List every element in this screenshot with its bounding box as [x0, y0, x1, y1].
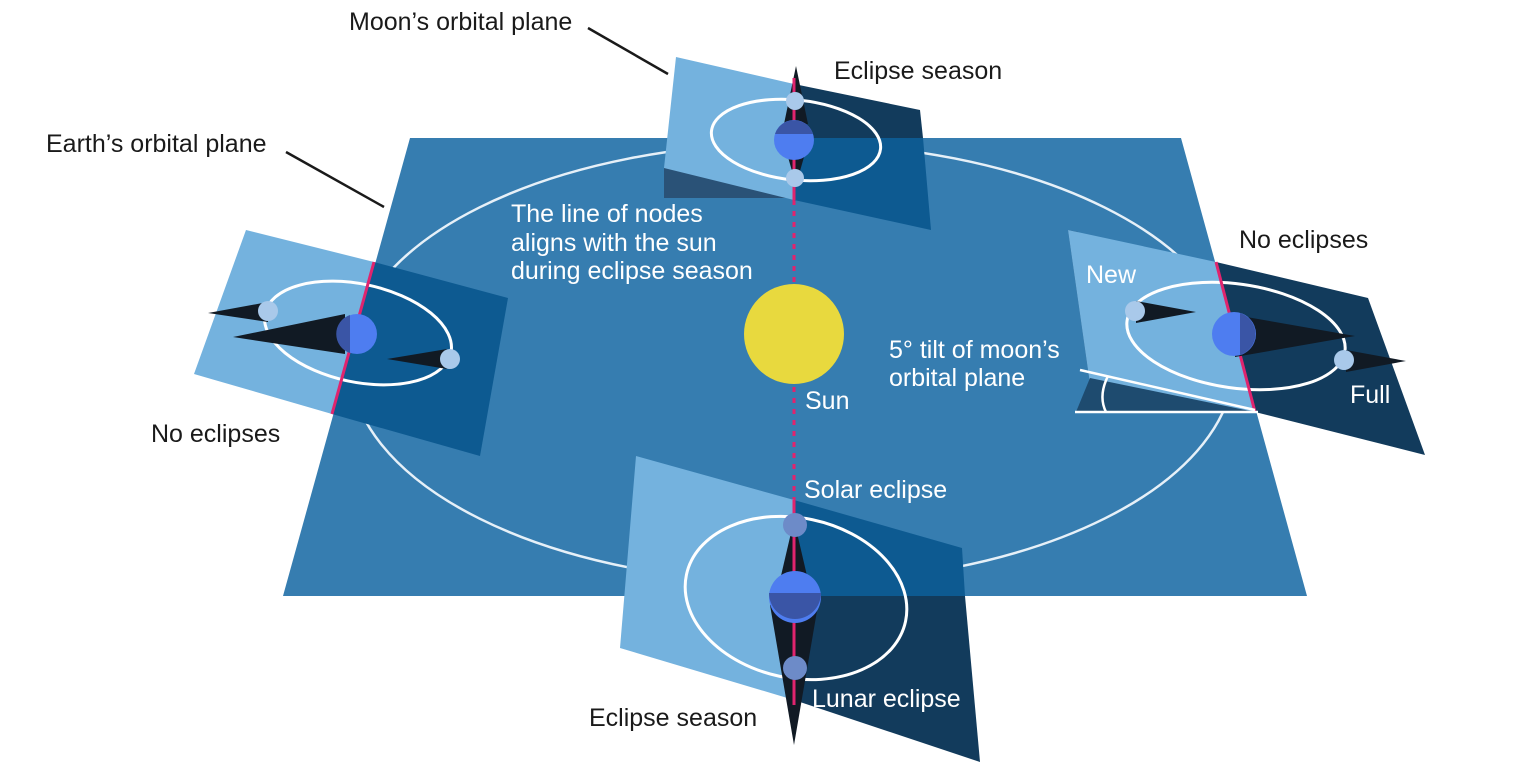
bottom-moon-orbit: [683, 514, 909, 682]
top-moon-plane-far: [794, 84, 923, 138]
label-tilt-1: 5° tilt of moon’s: [889, 336, 1060, 364]
tilt-line-inclined: [1079, 368, 1256, 412]
left-moon-plane-group: [194, 230, 508, 456]
label-line-of-nodes-3: during eclipse season: [511, 257, 753, 285]
bottom-moon-solar: [783, 513, 807, 537]
label-eclipse-season-top: Eclipse season: [834, 57, 1002, 85]
tilt-arc: [1101, 375, 1110, 413]
top-moon-plane-group: [664, 57, 931, 230]
top-moon-near: [786, 169, 804, 187]
leader-earth-plane: [285, 150, 385, 209]
right-earth-night: [1240, 313, 1256, 355]
label-solar-eclipse: Solar eclipse: [804, 476, 947, 504]
right-shadow-cone-main: [1235, 315, 1355, 357]
bottom-moon-plane-light: [620, 456, 794, 700]
right-moon-plane-dark: [1216, 262, 1425, 455]
label-no-eclipses-left: No eclipses: [151, 420, 280, 448]
top-moon-plane-light: [664, 57, 794, 200]
label-earths-orbital-plane: Earth’s orbital plane: [46, 130, 267, 158]
label-line-of-nodes-1: The line of nodes: [511, 200, 703, 228]
left-moon-new: [258, 301, 278, 321]
bottom-moon-plane-near: [794, 596, 980, 762]
label-tilt-2: orbital plane: [889, 364, 1025, 392]
right-moon-plane-light: [1068, 230, 1255, 412]
right-moon-new: [1125, 301, 1145, 321]
top-moon-far: [786, 92, 804, 110]
right-moon-full: [1334, 350, 1354, 370]
left-shadow-cone-new: [208, 302, 268, 322]
label-line-of-nodes-2: aligns with the sun: [511, 229, 717, 257]
bottom-earth-night: [769, 593, 821, 619]
label-sun: Sun: [805, 387, 849, 415]
left-moon-plane-light: [194, 230, 374, 414]
bottom-moon-lunar: [783, 656, 807, 680]
label-new: New: [1086, 261, 1137, 289]
label-lunar-eclipse: Lunar eclipse: [812, 685, 961, 713]
left-earth-night: [336, 315, 350, 353]
right-shadow-cone-full: [1346, 350, 1406, 372]
left-shadow-cone-main: [233, 314, 345, 354]
sun: [744, 284, 844, 384]
bottom-moon-plane-far: [794, 500, 965, 596]
tilt-wedge: [1076, 378, 1255, 412]
label-eclipse-season-bottom: Eclipse season: [589, 704, 757, 732]
top-earth-night: [775, 120, 813, 134]
right-moon-plane-group: [1068, 230, 1425, 455]
label-full: Full: [1350, 381, 1390, 409]
left-moon-full: [440, 349, 460, 369]
right-shadow-cone-new: [1136, 301, 1196, 323]
bottom-moon-plane-group: [620, 456, 980, 762]
leader-moon-plane: [587, 26, 669, 76]
left-shadow-cone-full: [387, 349, 447, 369]
label-moons-orbital-plane: Moon’s orbital plane: [349, 8, 572, 36]
label-no-eclipses-right: No eclipses: [1239, 226, 1368, 254]
top-moon-plane-near: [794, 138, 931, 230]
